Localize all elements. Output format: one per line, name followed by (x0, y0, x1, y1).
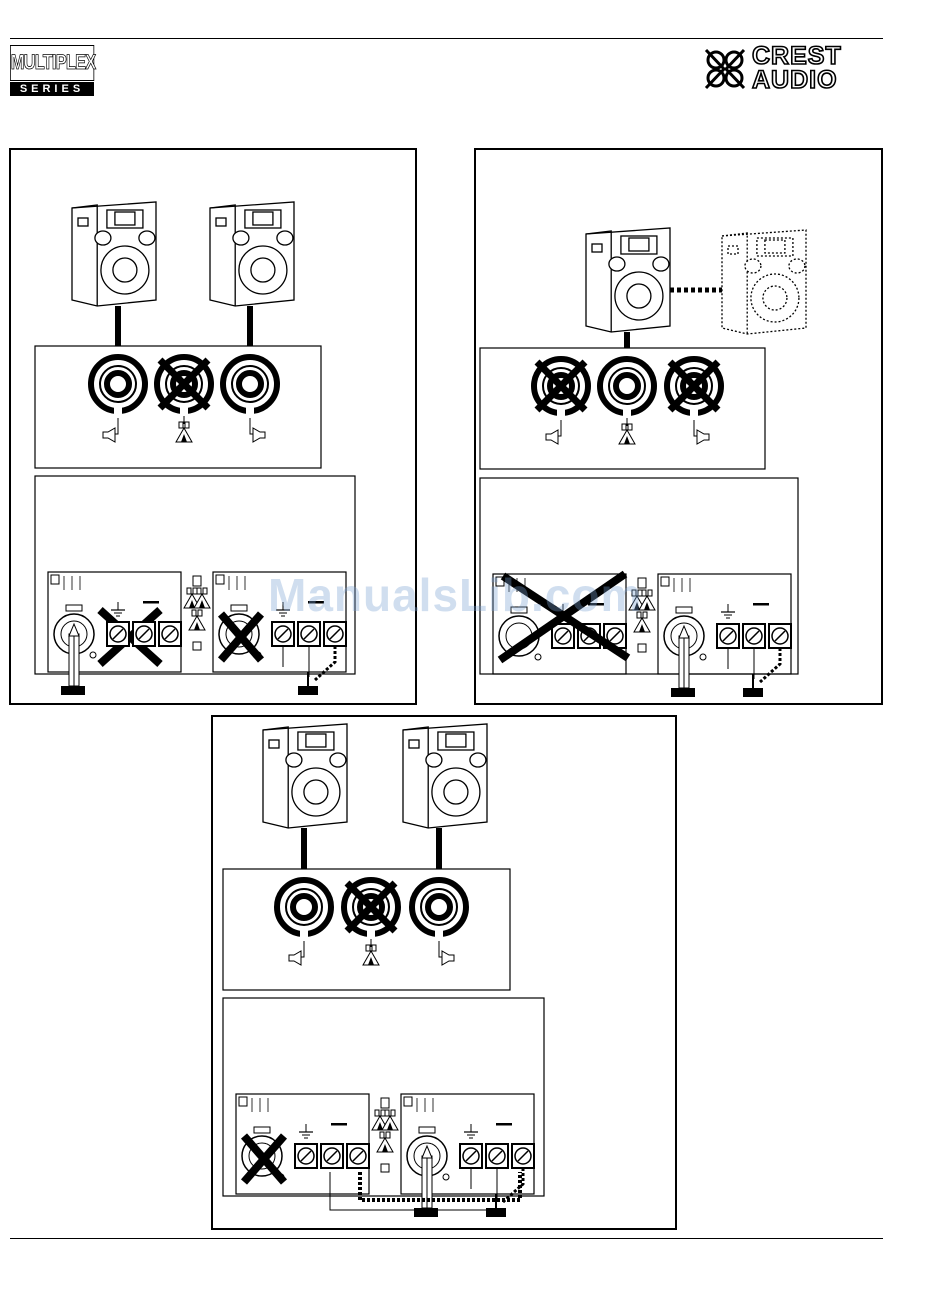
panel-bottom-speaker-2 (403, 724, 487, 828)
panel-top-left-channel-a-terminal-1 (107, 622, 129, 646)
panel-top-left-channel-b-terminal-3 (324, 622, 346, 646)
panel-top-left-jack-3 (223, 357, 277, 414)
panel-top-right-speaker-dotted (722, 230, 806, 334)
panel-top-left-channel-b-terminal-1 (272, 622, 294, 646)
panel-top-right-channel-b-terminal-3 (769, 624, 791, 648)
panel-bottom-channel-a-terminal-1 (295, 1144, 317, 1168)
panel-bottom-channel-b-terminal-1 (460, 1144, 482, 1168)
panel-bottom-jack-1 (277, 880, 331, 937)
panel-top-right-speaker (586, 228, 670, 332)
panel-top-right-channel-b-terminal-1 (717, 624, 739, 648)
panel-bottom-channel-a-terminal-3 (347, 1144, 369, 1168)
panel-bottom-channel-a-terminal-2 (321, 1144, 343, 1168)
panel-top-left-speaker-2 (210, 202, 294, 306)
panel-bottom-jack-2 (344, 880, 398, 937)
panel-top-right-jack-3 (667, 359, 721, 416)
panel-bottom-jack-3 (412, 880, 466, 937)
panel-top-left-channel-b-terminal-2 (298, 622, 320, 646)
panel-top-right-jack-1 (534, 359, 588, 416)
panel-top-right-jack-2 (600, 359, 654, 416)
panel-bottom-channel-b-terminal-3 (512, 1144, 534, 1168)
watermark: ManualsLib.com (268, 568, 642, 622)
panel-top-left-channel-a-terminal-3 (159, 622, 181, 646)
panel-top-left-speaker-1 (72, 202, 156, 306)
panel-bottom-channel-b-terminal-2 (486, 1144, 508, 1168)
panel-bottom-speaker-1 (263, 724, 347, 828)
panel-top-right-channel-a-terminal-1 (552, 624, 574, 648)
panel-top-left-jack-1 (91, 357, 145, 414)
panel-top-left-channel-a-terminal-2 (133, 622, 155, 646)
panel-top-left-jack-2 (157, 357, 211, 414)
panel-top-right-channel-b-terminal-2 (743, 624, 765, 648)
